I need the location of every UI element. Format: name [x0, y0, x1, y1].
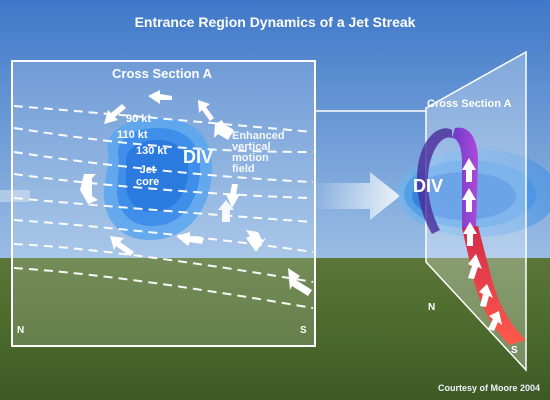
diagram-title: Entrance Region Dynamics of a Jet Streak: [134, 14, 416, 30]
vertical-motion-line-3: motion: [232, 152, 269, 164]
north-label-panel: N: [17, 325, 25, 336]
jet-core-line-1: Jet: [139, 164, 156, 176]
isotach-label-130: 130 kt: [136, 145, 168, 157]
isotach-label-90: 90 kt: [126, 113, 152, 125]
cross-section-panel: [11, 60, 316, 347]
credit-text: Courtesy of Moore 2004: [437, 383, 540, 393]
vertical-motion-arrows: [218, 200, 234, 222]
divergence-label-3d: DIV: [413, 176, 444, 196]
south-label-panel: S: [300, 325, 307, 336]
ground: [0, 258, 550, 400]
vertical-motion-label: Enhanced vertical motion field: [232, 131, 285, 175]
jet-core-line-2: core: [136, 176, 160, 188]
vertical-motion-line-1: Enhanced: [232, 130, 285, 142]
ascent-arrows-3d: [462, 158, 502, 331]
divergence-label: DIV: [183, 147, 214, 167]
circulation-arrows: [80, 90, 312, 296]
south-label-3d: S: [511, 345, 518, 356]
cross-section-title-3d: Cross Section A: [427, 98, 512, 110]
isentropes: [13, 105, 314, 309]
jet-flow-arrow: [316, 172, 400, 220]
jet-core-label: Jet core: [136, 164, 159, 188]
north-label-3d: N: [428, 302, 436, 313]
vertical-motion-line-4: field: [232, 163, 255, 175]
isotach-label-110: 110 kt: [117, 129, 148, 141]
vertical-motion-line-2: vertical: [232, 141, 271, 153]
cross-section-title: Cross Section A: [112, 66, 212, 81]
